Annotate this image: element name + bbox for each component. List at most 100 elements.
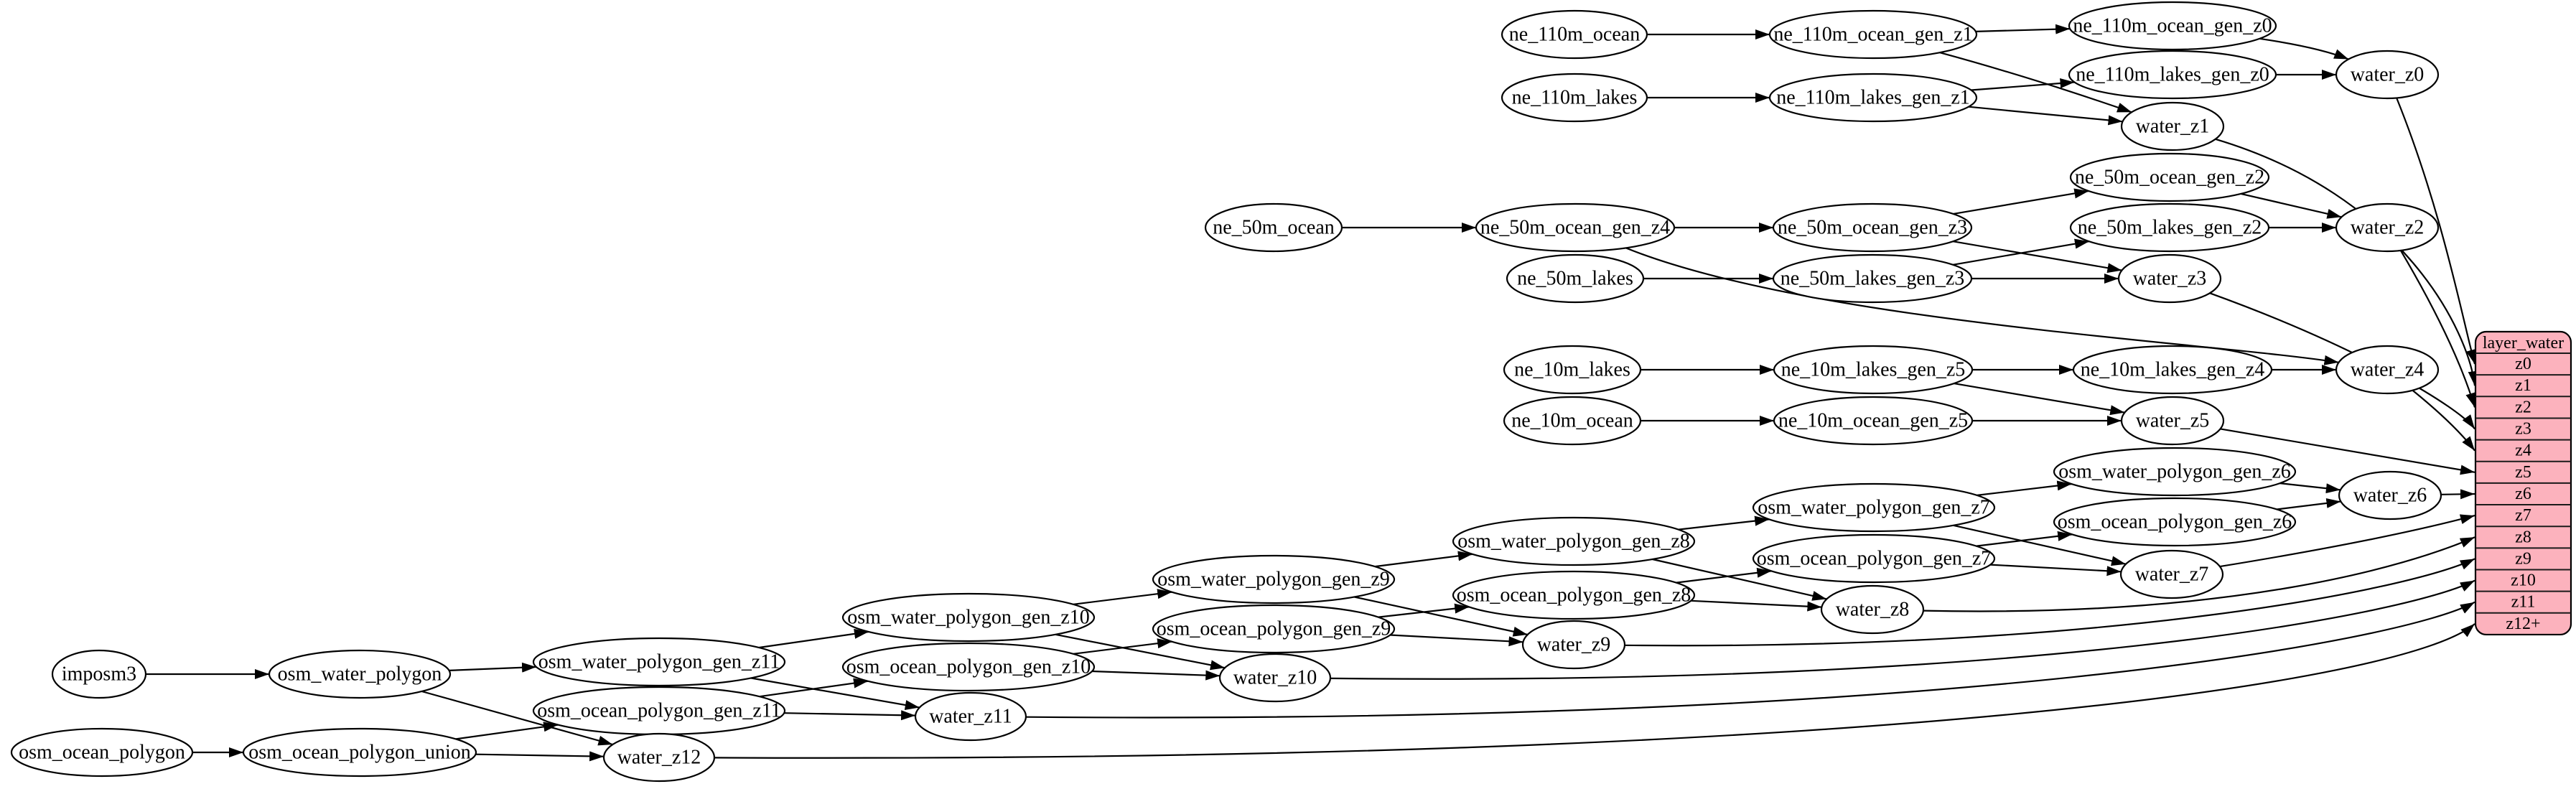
node-water_z0: water_z0: [2335, 50, 2440, 100]
edge-osm_ocean_polygon_union-to-water_z12: [475, 751, 605, 762]
edge-osm_water_polygon_gen_z10-to-osm_water_polygon_gen_z9: [1073, 589, 1172, 605]
record-row-z11: z11: [2511, 593, 2536, 612]
edge-water_z8-to-layer_water-z8: [1923, 536, 2475, 612]
record-row-z1: z1: [2515, 376, 2531, 395]
edge-ne_110m_lakes_gen_z1-to-ne_110m_lakes_gen_z0: [1971, 78, 2075, 91]
node-label-osm_water_polygon_gen_z10: osm_water_polygon_gen_z10: [847, 607, 1090, 629]
record-row-z5: z5: [2515, 463, 2531, 482]
node-ne_110m_ocean_gen_z1: ne_110m_ocean_gen_z1: [1768, 9, 1978, 60]
node-osm_ocean_polygon_union: osm_ocean_polygon_union: [242, 727, 477, 778]
record-row-z9: z9: [2515, 549, 2531, 568]
node-shape-imposm3: [51, 649, 147, 699]
node-shape-water_z9: [1521, 620, 1626, 670]
node-label-ne_110m_lakes_gen_z1: ne_110m_lakes_gen_z1: [1776, 87, 1970, 109]
node-label-ne_50m_lakes_gen_z2: ne_50m_lakes_gen_z2: [2078, 217, 2262, 239]
node-ne_10m_ocean: ne_10m_ocean: [1503, 396, 1642, 446]
edge-osm_ocean_polygon_gen_z10-to-water_z10: [1091, 670, 1221, 681]
node-shape-ne_10m_ocean: [1503, 396, 1642, 446]
node-label-ne_10m_lakes_gen_z5: ne_10m_lakes_gen_z5: [1781, 359, 1966, 381]
edge-osm_water_polygon_gen_z10-to-water_z10: [1055, 633, 1226, 671]
node-label-imposm3: imposm3: [62, 663, 136, 686]
node-water_z1: water_z1: [2120, 101, 2225, 151]
node-label-water_z2: water_z2: [2351, 217, 2425, 239]
node-ne_50m_lakes_gen_z2: ne_50m_lakes_gen_z2: [2069, 202, 2270, 253]
node-shape-osm_ocean_polygon_union: [242, 727, 477, 778]
edge-ne_50m_ocean_gen_z2-to-water_z2: [2240, 192, 2342, 219]
node-label-ne_50m_lakes_gen_z3: ne_50m_lakes_gen_z3: [1781, 268, 1965, 290]
node-label-ne_10m_lakes_gen_z4: ne_10m_lakes_gen_z4: [2081, 359, 2265, 381]
node-label-osm_water_polygon_gen_z7: osm_water_polygon_gen_z7: [1758, 497, 1990, 519]
node-label-osm_water_polygon: osm_water_polygon: [278, 663, 442, 686]
node-shape-water_z12: [602, 732, 716, 783]
node-label-osm_ocean_polygon_gen_z8: osm_ocean_polygon_gen_z8: [1457, 584, 1691, 607]
node-shape-osm_ocean_polygon_gen_z10: [841, 642, 1096, 692]
edge-water_z0-to-layer_water-z0: [2396, 97, 2476, 365]
node-imposm3: imposm3: [51, 649, 147, 699]
node-label-osm_water_polygon_gen_z9: osm_water_polygon_gen_z9: [1157, 569, 1390, 591]
node-osm_ocean_polygon_gen_z9: osm_ocean_polygon_gen_z9: [1152, 604, 1396, 654]
edge-water_z2-to-layer_water-z2: [2399, 250, 2476, 408]
node-osm_ocean_polygon_gen_z11: osm_ocean_polygon_gen_z11: [532, 686, 786, 736]
node-shape-ne_10m_ocean_gen_z5: [1773, 396, 1974, 446]
node-shape-ne_110m_lakes_gen_z0: [2068, 50, 2277, 100]
node-label-ne_10m_ocean: ne_10m_ocean: [1511, 410, 1633, 432]
edge-ne_110m_ocean_gen_z0-to-water_z0: [2259, 37, 2349, 60]
edge-osm_ocean_polygon_gen_z7-to-osm_ocean_polygon_gen_z6: [1976, 531, 2073, 547]
node-water_z9: water_z9: [1521, 620, 1626, 670]
edge-osm_ocean_polygon_gen_z9-to-osm_ocean_polygon_gen_z8: [1378, 603, 1470, 618]
node-water_z6: water_z6: [2338, 470, 2442, 520]
node-shape-osm_water_polygon_gen_z7: [1752, 482, 1996, 533]
node-osm_water_polygon_gen_z7: osm_water_polygon_gen_z7: [1752, 482, 1996, 533]
record-node-layer_water: layer_waterz0z1z2z3z4z5z6z7z8z9z10z11z12…: [2474, 330, 2572, 636]
node-label-osm_ocean_polygon_gen_z7: osm_ocean_polygon_gen_z7: [1757, 548, 1992, 570]
node-shape-ne_50m_lakes_gen_z2: [2069, 202, 2270, 253]
node-shape-ne_10m_lakes: [1503, 345, 1642, 395]
node-shape-ne_50m_lakes: [1506, 253, 1645, 304]
node-label-osm_ocean_polygon_gen_z10: osm_ocean_polygon_gen_z10: [846, 656, 1091, 678]
node-ne_10m_lakes: ne_10m_lakes: [1503, 345, 1642, 395]
node-shape-osm_ocean_polygon_gen_z8: [1452, 570, 1696, 620]
record-row-z7: z7: [2515, 506, 2531, 525]
node-shape-water_z11: [914, 691, 1027, 742]
node-shape-osm_water_polygon_gen_z8: [1452, 516, 1696, 566]
record-row-z4: z4: [2515, 442, 2531, 460]
nodes-layer: ne_110m_ocean ne_110m_ocean_gen_z1 ne_110m…: [10, 1, 2442, 783]
node-label-osm_water_polygon_gen_z11: osm_water_polygon_gen_z11: [538, 651, 780, 673]
edge-osm_water_polygon_gen_z11-to-water_z11: [751, 677, 920, 710]
edge-osm_water_polygon_gen_z6-to-water_z6: [2279, 482, 2341, 494]
node-label-osm_water_polygon_gen_z6: osm_water_polygon_gen_z6: [2058, 461, 2291, 483]
node-shape-water_z7: [2119, 549, 2224, 599]
node-shape-water_z3: [2117, 253, 2222, 304]
record-row-z8: z8: [2515, 528, 2531, 546]
node-osm_water_polygon_gen_z10: osm_water_polygon_gen_z10: [841, 592, 1096, 643]
edge-water_z10-to-layer_water-z10: [1330, 579, 2475, 680]
node-water_z10: water_z10: [1218, 653, 1332, 703]
node-label-water_z3: water_z3: [2133, 268, 2207, 290]
record-row-z2: z2: [2515, 398, 2531, 416]
node-ne_110m_ocean: ne_110m_ocean: [1501, 9, 1648, 60]
edge-osm_water_polygon_gen_z7-to-osm_water_polygon_gen_z6: [1977, 480, 2072, 496]
edge-ne_50m_ocean_gen_z4-to-water_z4: [1625, 247, 2339, 365]
node-ne_50m_ocean: ne_50m_ocean: [1204, 202, 1343, 253]
node-osm_ocean_polygon_gen_z6: osm_ocean_polygon_gen_z6: [2053, 497, 2297, 547]
node-osm_ocean_polygon_gen_z8: osm_ocean_polygon_gen_z8: [1452, 570, 1696, 620]
node-ne_110m_ocean_gen_z0: ne_110m_ocean_gen_z0: [2068, 1, 2277, 51]
edge-water_z1-to-layer_water-z1: [2215, 138, 2478, 386]
record-row-z10: z10: [2511, 571, 2536, 590]
node-label-water_z9: water_z9: [1537, 634, 1611, 656]
edge-osm_water_polygon_gen_z8-to-water_z8: [1652, 558, 1827, 601]
node-label-water_z6: water_z6: [2353, 485, 2427, 507]
node-shape-water_z10: [1218, 653, 1332, 703]
node-label-water_z12: water_z12: [617, 747, 701, 769]
node-shape-water_z1: [2120, 101, 2225, 151]
node-ne_110m_lakes: ne_110m_lakes: [1501, 73, 1648, 123]
node-osm_ocean_polygon: osm_ocean_polygon: [10, 727, 194, 778]
edge-water_z9-to-layer_water-z9: [1624, 558, 2475, 647]
edge-osm_ocean_polygon_gen_z11-to-osm_ocean_polygon_gen_z10: [759, 678, 869, 698]
edge-water_z7-to-layer_water-z7: [2219, 514, 2475, 568]
node-shape-osm_ocean_polygon_gen_z7: [1752, 533, 1996, 584]
edge-ne_50m_ocean_gen_z3-to-ne_50m_ocean_gen_z2: [1953, 188, 2089, 215]
node-shape-ne_10m_lakes_gen_z5: [1773, 345, 1974, 395]
